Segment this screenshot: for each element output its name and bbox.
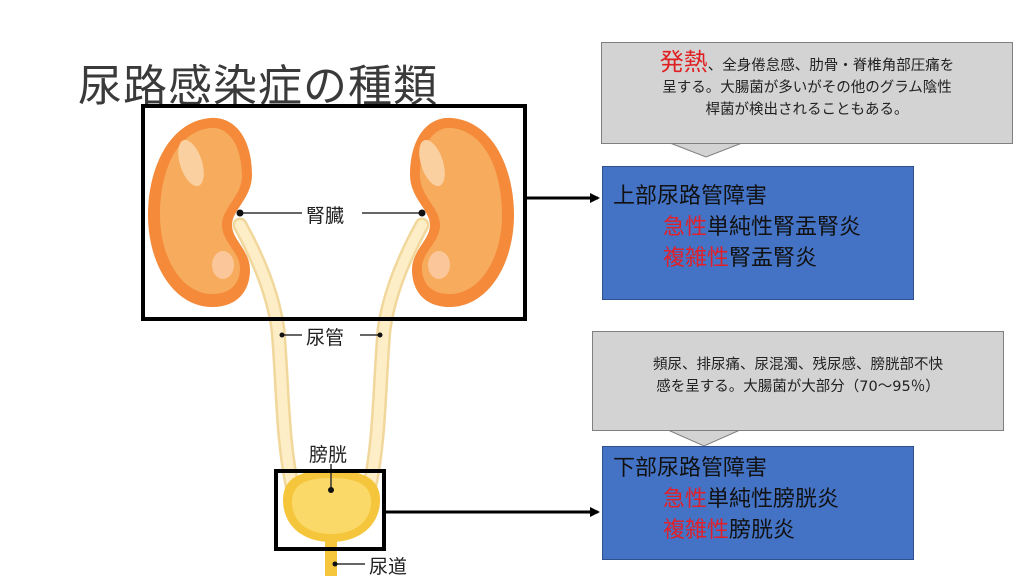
lower-callout-line-1: 頻尿、排尿痛、尿混濁、残尿感、膀胱部不快 [653, 357, 943, 373]
lower-tract-heading: 下部尿路管障害 [613, 456, 768, 481]
urethra-leader-line [332, 561, 365, 567]
upper-tract-item: 急性単純性腎盂腎炎 [613, 212, 903, 243]
left-kidney [148, 117, 252, 308]
upper-tract-item: 複雑性腎盂腎炎 [613, 243, 903, 274]
upper-symptom-callout: 発熱、全身倦怠感、肋骨・脊椎角部圧痛を 呈する。大腸菌が多いがその他のグラム陰性… [601, 42, 1013, 144]
upper-callout-line-1: 発熱、全身倦怠感、肋骨・脊椎角部圧痛を [602, 48, 1012, 77]
upper-tract-box: 上部尿路管障害 急性単純性腎盂腎炎 複雑性腎盂腎炎 [602, 166, 914, 300]
lower-symptom-callout: 頻尿、排尿痛、尿混濁、残尿感、膀胱部不快 感を呈する。大腸菌が大部分（70～95… [592, 331, 1004, 431]
lower-item-1-rest: 単純性膀胱炎 [707, 487, 840, 512]
ureter-tubes [232, 217, 430, 498]
upper-callout-line-2: 呈する。大腸菌が多いがその他のグラム陰性 [662, 80, 952, 96]
bladder-leader-line [328, 464, 334, 493]
upper-item-1-rest: 単純性腎盂腎炎 [707, 215, 862, 240]
lower-tract-box: 下部尿路管障害 急性単純性膀胱炎 複雑性膀胱炎 [602, 446, 914, 560]
upper-callout-line-3: 桿菌が検出されることもある。 [705, 102, 909, 118]
fever-highlight: 発熱 [659, 48, 708, 76]
upper-item-1-red: 急性 [663, 215, 708, 240]
ureter-label: 尿管 [306, 327, 345, 349]
right-kidney [410, 117, 514, 308]
lower-callout-line-2: 感を呈する。大腸菌が大部分（70～95％） [656, 379, 940, 395]
lower-tract-item: 複雑性膀胱炎 [613, 515, 903, 546]
slide-title: 尿路感染症の種類 [78, 61, 438, 112]
bladder [283, 470, 380, 542]
urethra-tube [325, 540, 337, 576]
lower-item-2-rest: 膀胱炎 [729, 518, 796, 543]
lower-callout-pointer [667, 429, 741, 447]
upper-item-2-rest: 腎盂腎炎 [729, 246, 818, 271]
lower-item-2-red: 複雑性 [663, 518, 730, 543]
kidney-label: 腎臓 [306, 205, 345, 227]
upper-tract-frame [141, 104, 527, 321]
upper-tract-heading: 上部尿路管障害 [613, 184, 768, 209]
lower-item-1-red: 急性 [663, 487, 708, 512]
urethra-label: 尿道 [369, 556, 408, 578]
kidney-leader-lines [236, 209, 426, 217]
lower-tract-frame [274, 469, 386, 551]
ureter-leader-lines [279, 332, 383, 338]
bladder-label: 膀胱 [309, 444, 348, 466]
upper-item-2-red: 複雑性 [663, 246, 730, 271]
lower-tract-item: 急性単純性膀胱炎 [613, 484, 903, 515]
upper-callout-pointer [669, 142, 743, 158]
upper-callout-line-1-rest: 、全身倦怠感、肋骨・脊椎角部圧痛を [707, 58, 955, 74]
